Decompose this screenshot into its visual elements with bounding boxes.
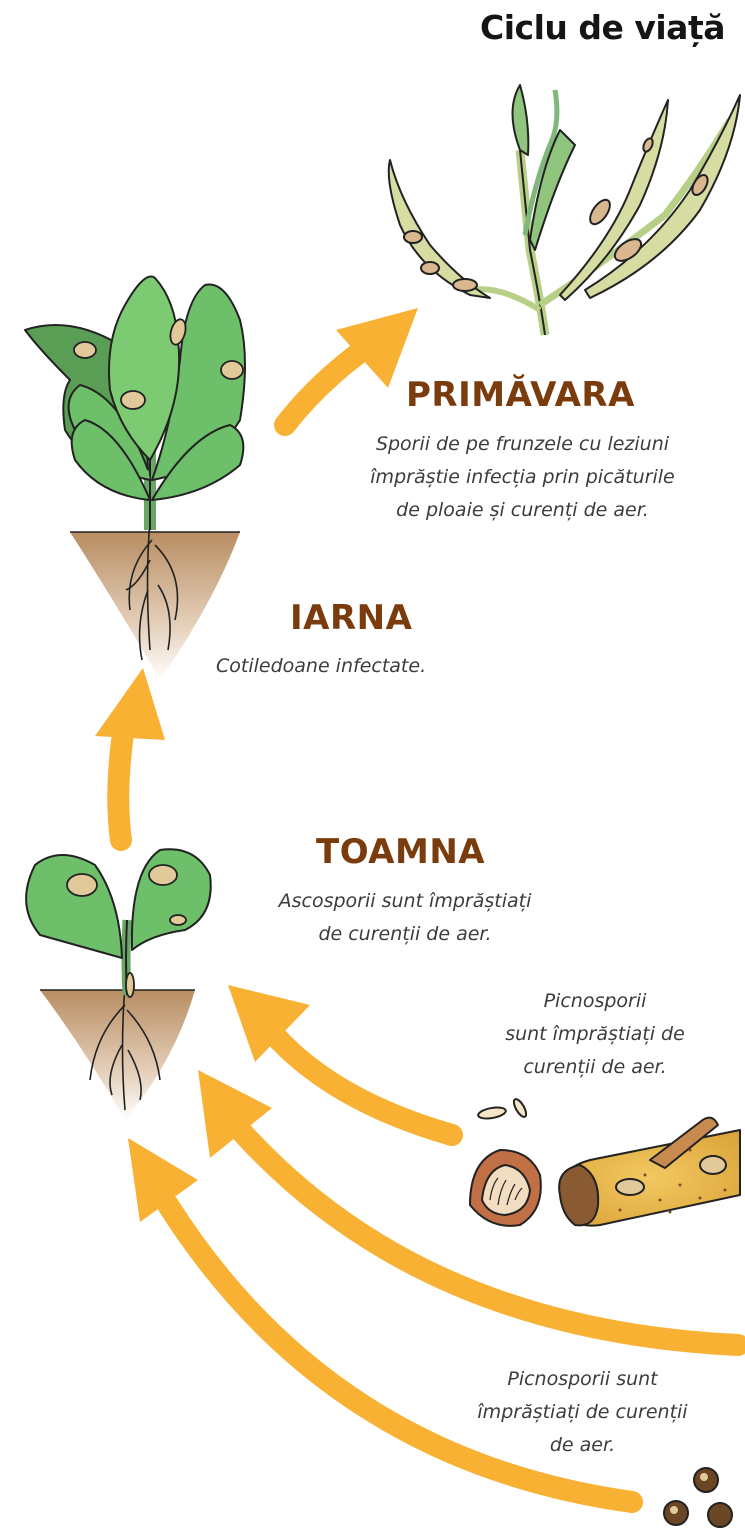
arrow-stubble-to-seedling: [228, 985, 463, 1146]
curved-arrow-icon: [198, 1070, 272, 1158]
curved-arrow-icon: [228, 985, 310, 1062]
seedling-illustration: [25, 848, 212, 1120]
desc-line: de ploaie și curenți de aer.: [396, 499, 649, 521]
desc-line: sunt împrăștiați de: [505, 1023, 685, 1045]
desc-line: Picnosporii sunt: [507, 1368, 658, 1390]
arrow-pycnidium-to-seedling: [198, 1070, 745, 1356]
season-autumn-title: TOAMNA: [316, 832, 486, 872]
desc-line: Ascosporii sunt împrăștiați: [278, 890, 532, 912]
desc-line: împrăștie infecția prin picăturile: [370, 466, 675, 488]
arrow-seeds-to-seedling: [128, 1138, 643, 1513]
curved-arrow-icon: [128, 1138, 198, 1222]
arrow-up-right-icon: [336, 308, 418, 388]
pycnidia-stubble-description: Picnosporii sunt împrăștiați de curenții…: [460, 985, 730, 1084]
desc-line: Picnosporii: [543, 990, 647, 1012]
desc-line: împrăștiați de curenții: [477, 1401, 688, 1423]
season-spring-title: PRIMĂVARA: [406, 375, 635, 415]
desc-line: Sporii de pe frunzele cu leziuni: [375, 433, 670, 455]
seeds-illustration: [663, 1467, 733, 1528]
desc-line: Cotiledoane infectate.: [216, 655, 427, 677]
season-winter-description: Cotiledoane infectate.: [216, 650, 496, 683]
arrow-winter-to-spring: [274, 308, 418, 436]
siliques-illustration: [387, 84, 741, 336]
season-spring-description: Sporii de pe frunzele cu leziuni împrășt…: [320, 428, 725, 527]
pycnidium-illustration: [468, 1098, 542, 1227]
desc-line: de curenții de aer.: [318, 923, 492, 945]
mature-plant-illustration: [24, 275, 246, 680]
stubble-illustration: [558, 1116, 741, 1227]
desc-line: de aer.: [549, 1434, 616, 1456]
arrow-up-icon: [95, 668, 165, 740]
arrow-autumn-to-winter: [95, 668, 165, 851]
page-title: Ciclu de viață: [479, 8, 726, 47]
season-autumn-description: Ascosporii sunt împrăștiați de curenții …: [230, 885, 580, 951]
seeds-description: Picnosporii sunt împrăștiați de curenții…: [440, 1363, 725, 1462]
desc-line: curenții de aer.: [523, 1056, 667, 1078]
season-winter-title: IARNA: [290, 598, 413, 638]
